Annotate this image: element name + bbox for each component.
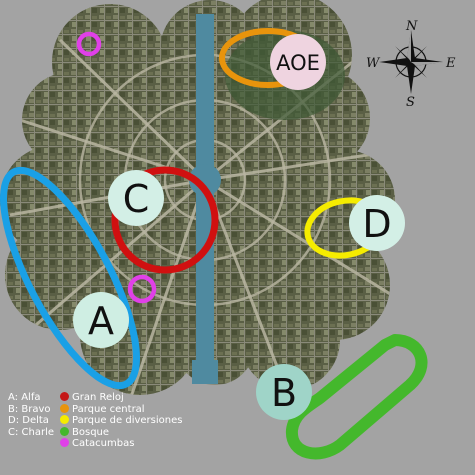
catacombs-marker-1 <box>76 31 102 57</box>
svg-text:B: B <box>271 371 297 415</box>
legend-row: A: Alfa Gran Reloj <box>8 392 182 404</box>
legend-row: Catacumbas <box>8 438 182 450</box>
compass-north-label: N <box>405 19 418 34</box>
zone-c-outline <box>111 166 219 274</box>
legend-feature-label: Bosque <box>72 426 110 438</box>
legend-dot-icon <box>60 392 69 401</box>
svg-text:AOE: AOE <box>276 51 320 75</box>
legend-row: D: Delta Parque de diversiones <box>8 415 182 427</box>
zone-label-b[interactable]: B <box>256 364 312 420</box>
legend-row: B: Bravo Parque central <box>8 403 182 416</box>
legend-dot-icon <box>60 438 69 447</box>
legend-dot-icon <box>60 403 69 413</box>
legend-feature-label: Gran Reloj <box>72 392 124 403</box>
legend-zone-key: A: Alfa <box>8 392 41 403</box>
legend-zone-key: C: Charle <box>8 426 55 438</box>
svg-text:D: D <box>362 202 391 246</box>
zone-label-aoe[interactable]: AOE <box>270 34 326 90</box>
catacombs-marker-2 <box>127 274 157 304</box>
compass-west-label: W <box>366 56 381 71</box>
compass-south-label: S <box>406 95 415 110</box>
legend-feature-label: Catacumbas <box>72 438 135 449</box>
svg-text:A: A <box>88 299 114 343</box>
compass-east-label: E <box>445 56 456 71</box>
canal <box>189 14 221 384</box>
legend-zone-key: D: Delta <box>8 415 49 426</box>
legend-dot-icon <box>60 426 69 436</box>
zone-a-outline <box>0 166 140 390</box>
legend-dot-icon <box>60 415 69 424</box>
legend-zone-key: B: Bravo <box>8 403 51 415</box>
zone-label-c[interactable]: C <box>108 170 164 226</box>
zone-label-d[interactable]: D <box>349 195 405 251</box>
zone-label-a[interactable]: A <box>73 292 129 348</box>
legend-feature-label: Parque de diversiones <box>72 415 183 426</box>
map-legend: A: Alfa Gran Reloj B: Bravo Parque central… <box>8 392 182 450</box>
legend-feature-label: Parque central <box>72 403 145 415</box>
compass-rose-icon <box>379 30 443 94</box>
legend-row: C: Charle Bosque <box>8 426 182 439</box>
svg-text:C: C <box>123 177 150 221</box>
